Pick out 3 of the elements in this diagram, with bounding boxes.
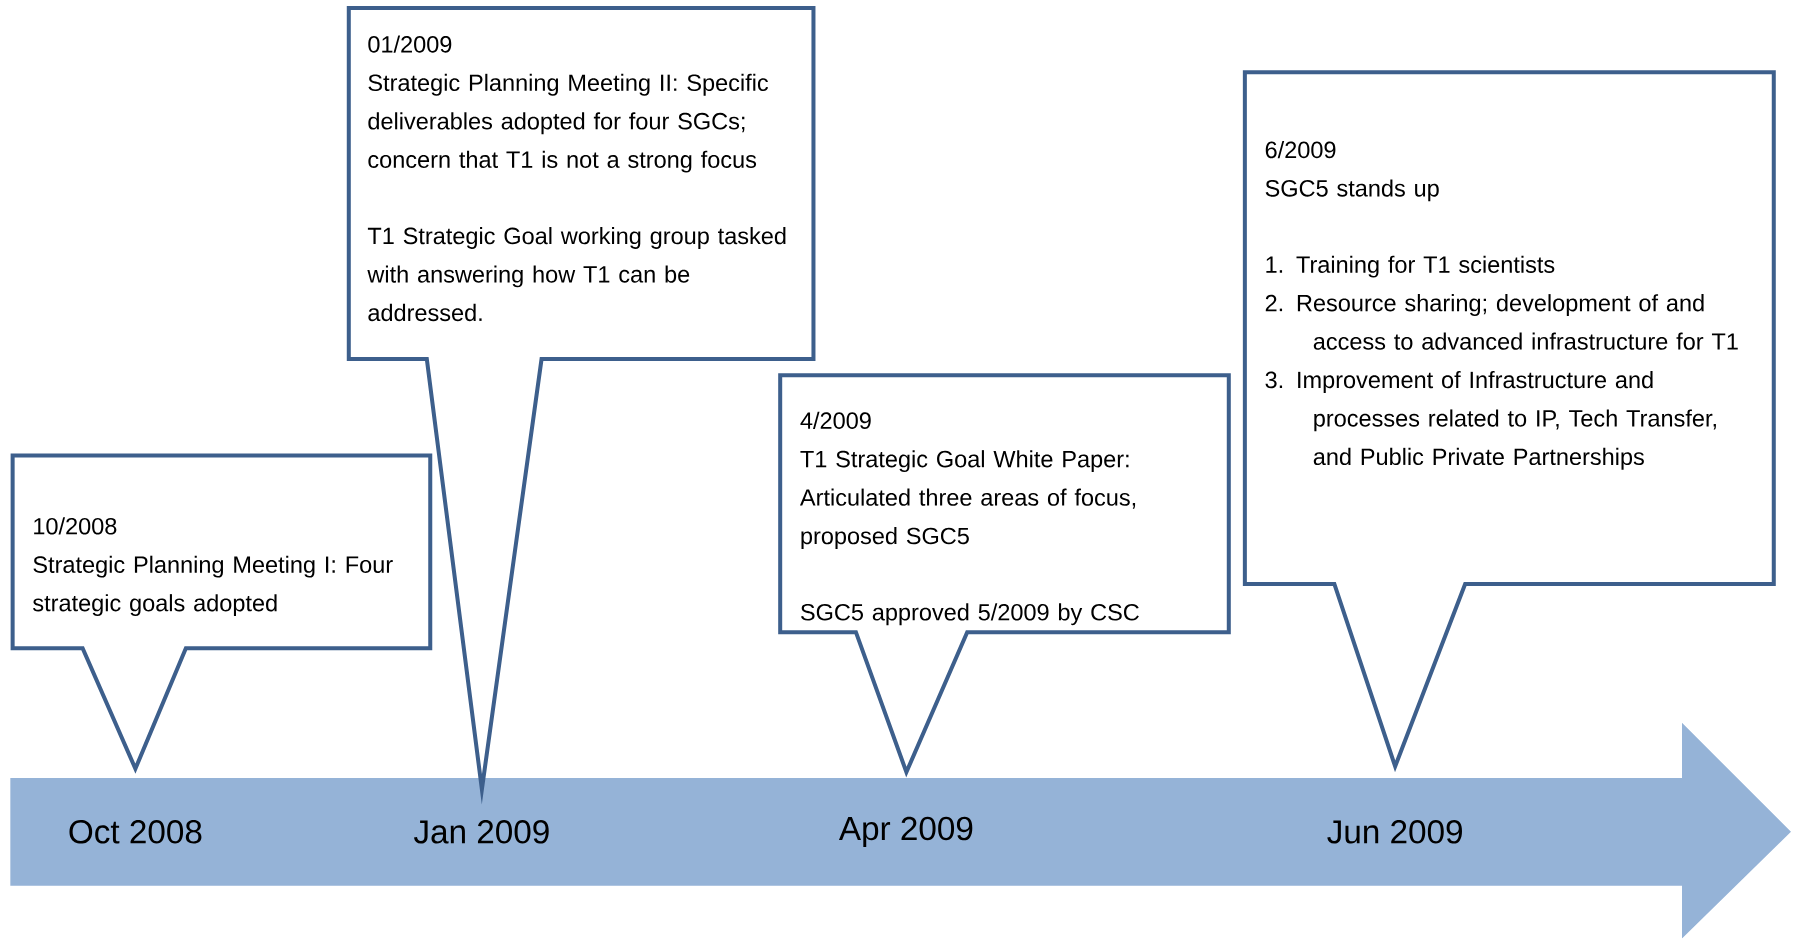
- callout-box: 6/2009 SGC5 stands up 1. Training for T1 scientists 2. Resource sharing; development of and access to advanced infrastructure for T1 3. Improvement of Infrastructure and processes related to IP, Tech Transfer, and Public Private Partnerships: [1242, 70, 1776, 773]
- callout-box: 4/2009 T1 Strategic Goal White Paper: Articulated three areas of focus, proposed SGC5 SGC5 approved 5/2009 by CSC: [778, 373, 1231, 778]
- callout-box: 10/2008 Strategic Planning Meeting I: Four strategic goals adopted: [10, 453, 433, 775]
